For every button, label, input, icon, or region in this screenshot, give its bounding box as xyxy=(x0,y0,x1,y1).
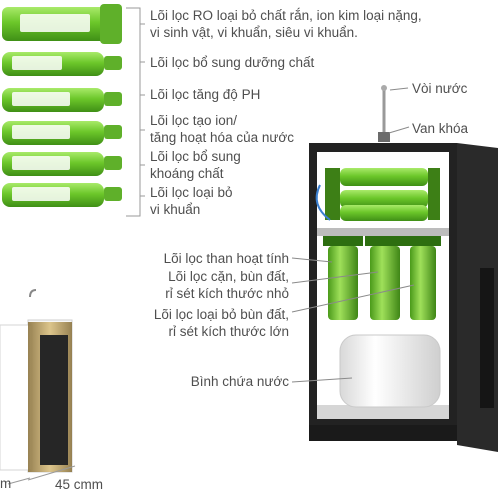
label-sediment-large-line1: Lõi lọc loại bỏ bùn đất, xyxy=(153,307,289,322)
label-antibacterial-filter-line2: vi khuẩn xyxy=(150,202,201,217)
label-valve: Van khóa xyxy=(412,121,469,136)
label-ion-filter-line1: Lõi lọc tạo ion/ xyxy=(150,113,238,128)
label-ion-filter-line2: tăng hoạt hóa của nước xyxy=(150,130,294,145)
filter-ph xyxy=(2,88,122,112)
label-ro-filter-line1: Lõi lọc RO loại bỏ chất rắn, ion kim loạ… xyxy=(150,8,422,23)
label-carbon-filter: Lõi lọc than hoạt tính xyxy=(164,250,289,267)
label-ph-filter-line1: Lõi lọc tăng độ PH xyxy=(150,87,261,102)
filter-mineral xyxy=(2,152,122,176)
filter-ro xyxy=(2,4,122,44)
filter-ion xyxy=(2,121,122,145)
label-mineral-filter: Lõi lọc bổ sung khoáng chất xyxy=(150,148,241,182)
leader-lines xyxy=(291,87,415,383)
dimension-depth: 45 cmm xyxy=(55,477,104,492)
label-sediment-small-line1: Lõi lọc cặn, bùn đất, xyxy=(168,269,289,284)
cabinet-vertical-filters xyxy=(323,236,441,320)
label-ro-filter-line2: vi sinh vật, vi khuẩn, siêu vi khuẩn. xyxy=(150,25,358,40)
label-sediment-small-line2: rỉ sét kích thước nhỏ xyxy=(165,286,289,301)
label-antibacterial-filter: Lõi lọc loại bỏ vi khuẩn xyxy=(150,184,233,218)
label-nutrient-filter-line1: Lõi lọc bổ sung dưỡng chất xyxy=(150,55,315,70)
cabinet-top-filters xyxy=(315,168,440,221)
filter-nutrient xyxy=(2,52,122,76)
label-sediment-small: Lõi lọc cặn, bùn đất, rỉ sét kích thước … xyxy=(165,268,289,302)
filter-antibacterial xyxy=(2,183,122,207)
label-faucet: Vòi nước xyxy=(412,81,468,96)
label-ro-filter: Lõi lọc RO loại bỏ chất rắn, ion kim loạ… xyxy=(150,7,422,41)
label-antibacterial-filter-line1: Lõi lọc loại bỏ xyxy=(150,185,233,200)
small-cabinet-image xyxy=(0,289,73,473)
label-ion-filter: Lõi lọc tạo ion/ tăng hoạt hóa của nước xyxy=(150,112,294,146)
water-tank xyxy=(339,334,441,408)
label-mineral-filter-line1: Lõi lọc bổ sung xyxy=(150,149,241,164)
dimension-lines xyxy=(7,465,76,485)
label-sediment-large-line2: rỉ sét kích thước lớn xyxy=(168,324,289,339)
label-nutrient-filter: Lõi lọc bổ sung dưỡng chất xyxy=(150,54,314,71)
label-sediment-large: Lõi lọc loại bỏ bùn đất, rỉ sét kích thư… xyxy=(154,306,289,340)
left-bracket-lines xyxy=(126,7,145,217)
label-tank: Bình chứa nước xyxy=(190,374,289,389)
label-carbon-filter-line1: Lõi lọc than hoạt tính xyxy=(163,251,289,266)
label-mineral-filter-line2: khoáng chất xyxy=(150,166,224,181)
dimension-width: m xyxy=(0,476,12,491)
label-ph-filter: Lõi lọc tăng độ PH xyxy=(150,86,260,103)
